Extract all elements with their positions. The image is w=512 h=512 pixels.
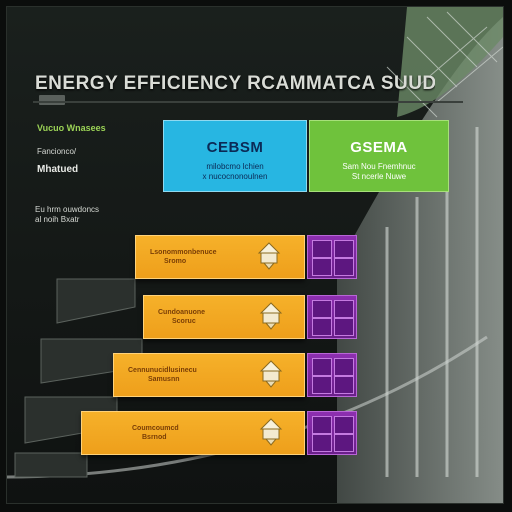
row-label-text: Sromo (164, 258, 187, 265)
card-heading: GSEMA (350, 139, 408, 156)
row-label-text: Bsrnod (142, 434, 167, 441)
bracket-icon (307, 295, 357, 339)
left-legend: Vucuo Wnasees Fancionco/ Mhatued (37, 123, 157, 175)
card-subtext-line: Sam Nou Fnemhnuc (342, 162, 416, 171)
card-heading: CEBSM (206, 139, 264, 156)
card-subtext-line: St ncerle Nuwe (351, 172, 407, 181)
lightbulb-icon (259, 302, 283, 330)
lightbulb-icon (259, 418, 283, 446)
sublabel-line: al noih Bxatr (35, 215, 80, 224)
back-tab (39, 95, 65, 105)
legend-line-1: Vucuo Wnasees (37, 123, 106, 133)
bracket-icon (307, 411, 357, 455)
card-subtext: Sam Nou Fnemhnuc St ncerle Nuwe (310, 162, 448, 182)
row-label-text: Cundoanuone (158, 309, 206, 316)
card-cebsm: CEBSM milobcmo lchien x nucocnonoulnen (163, 120, 307, 192)
card-gsema: GSEMA Sam Nou Fnemhnuc St ncerle Nuwe (309, 120, 449, 192)
bracket-icon (307, 235, 357, 279)
page-title: ENERGY EFFICIENCY RCAMMATCA SUUDUL (35, 73, 435, 94)
section-sublabel: Eu hrm ouwdoncs al noih Bxatr (35, 205, 155, 225)
card-subtext-line: milobcmo lchien (206, 162, 264, 171)
row-label-text: Samusnn (148, 376, 180, 383)
row-label-1: Lsonommonbenuce Sromo (135, 235, 305, 279)
title-divider (33, 101, 463, 103)
row-label-text: Scoruc (172, 318, 196, 325)
card-subtext: milobcmo lchien x nucocnonoulnen (164, 162, 306, 182)
row-label-text: Lsonommonbenuce (150, 249, 217, 256)
legend-line-3: Mhatued (37, 164, 79, 175)
card-subtext-line: x nucocnonoulnen (202, 172, 268, 181)
curved-facade (337, 17, 503, 503)
roof-lattice (397, 7, 503, 117)
lightbulb-icon (259, 360, 283, 388)
bracket-icon (307, 353, 357, 397)
infographic-frame: ENERGY EFFICIENCY RCAMMATCA SUUDUL Vucuo… (6, 6, 504, 504)
building-structure (7, 7, 503, 503)
row-label-text: Cennunucidlusinecu (128, 367, 197, 374)
row-label-text: Coumcoumcd (132, 425, 179, 432)
sublabel-line: Eu hrm ouwdoncs (35, 205, 100, 214)
legend-line-2: Fancionco/ (37, 147, 77, 156)
lightbulb-icon (257, 242, 281, 270)
